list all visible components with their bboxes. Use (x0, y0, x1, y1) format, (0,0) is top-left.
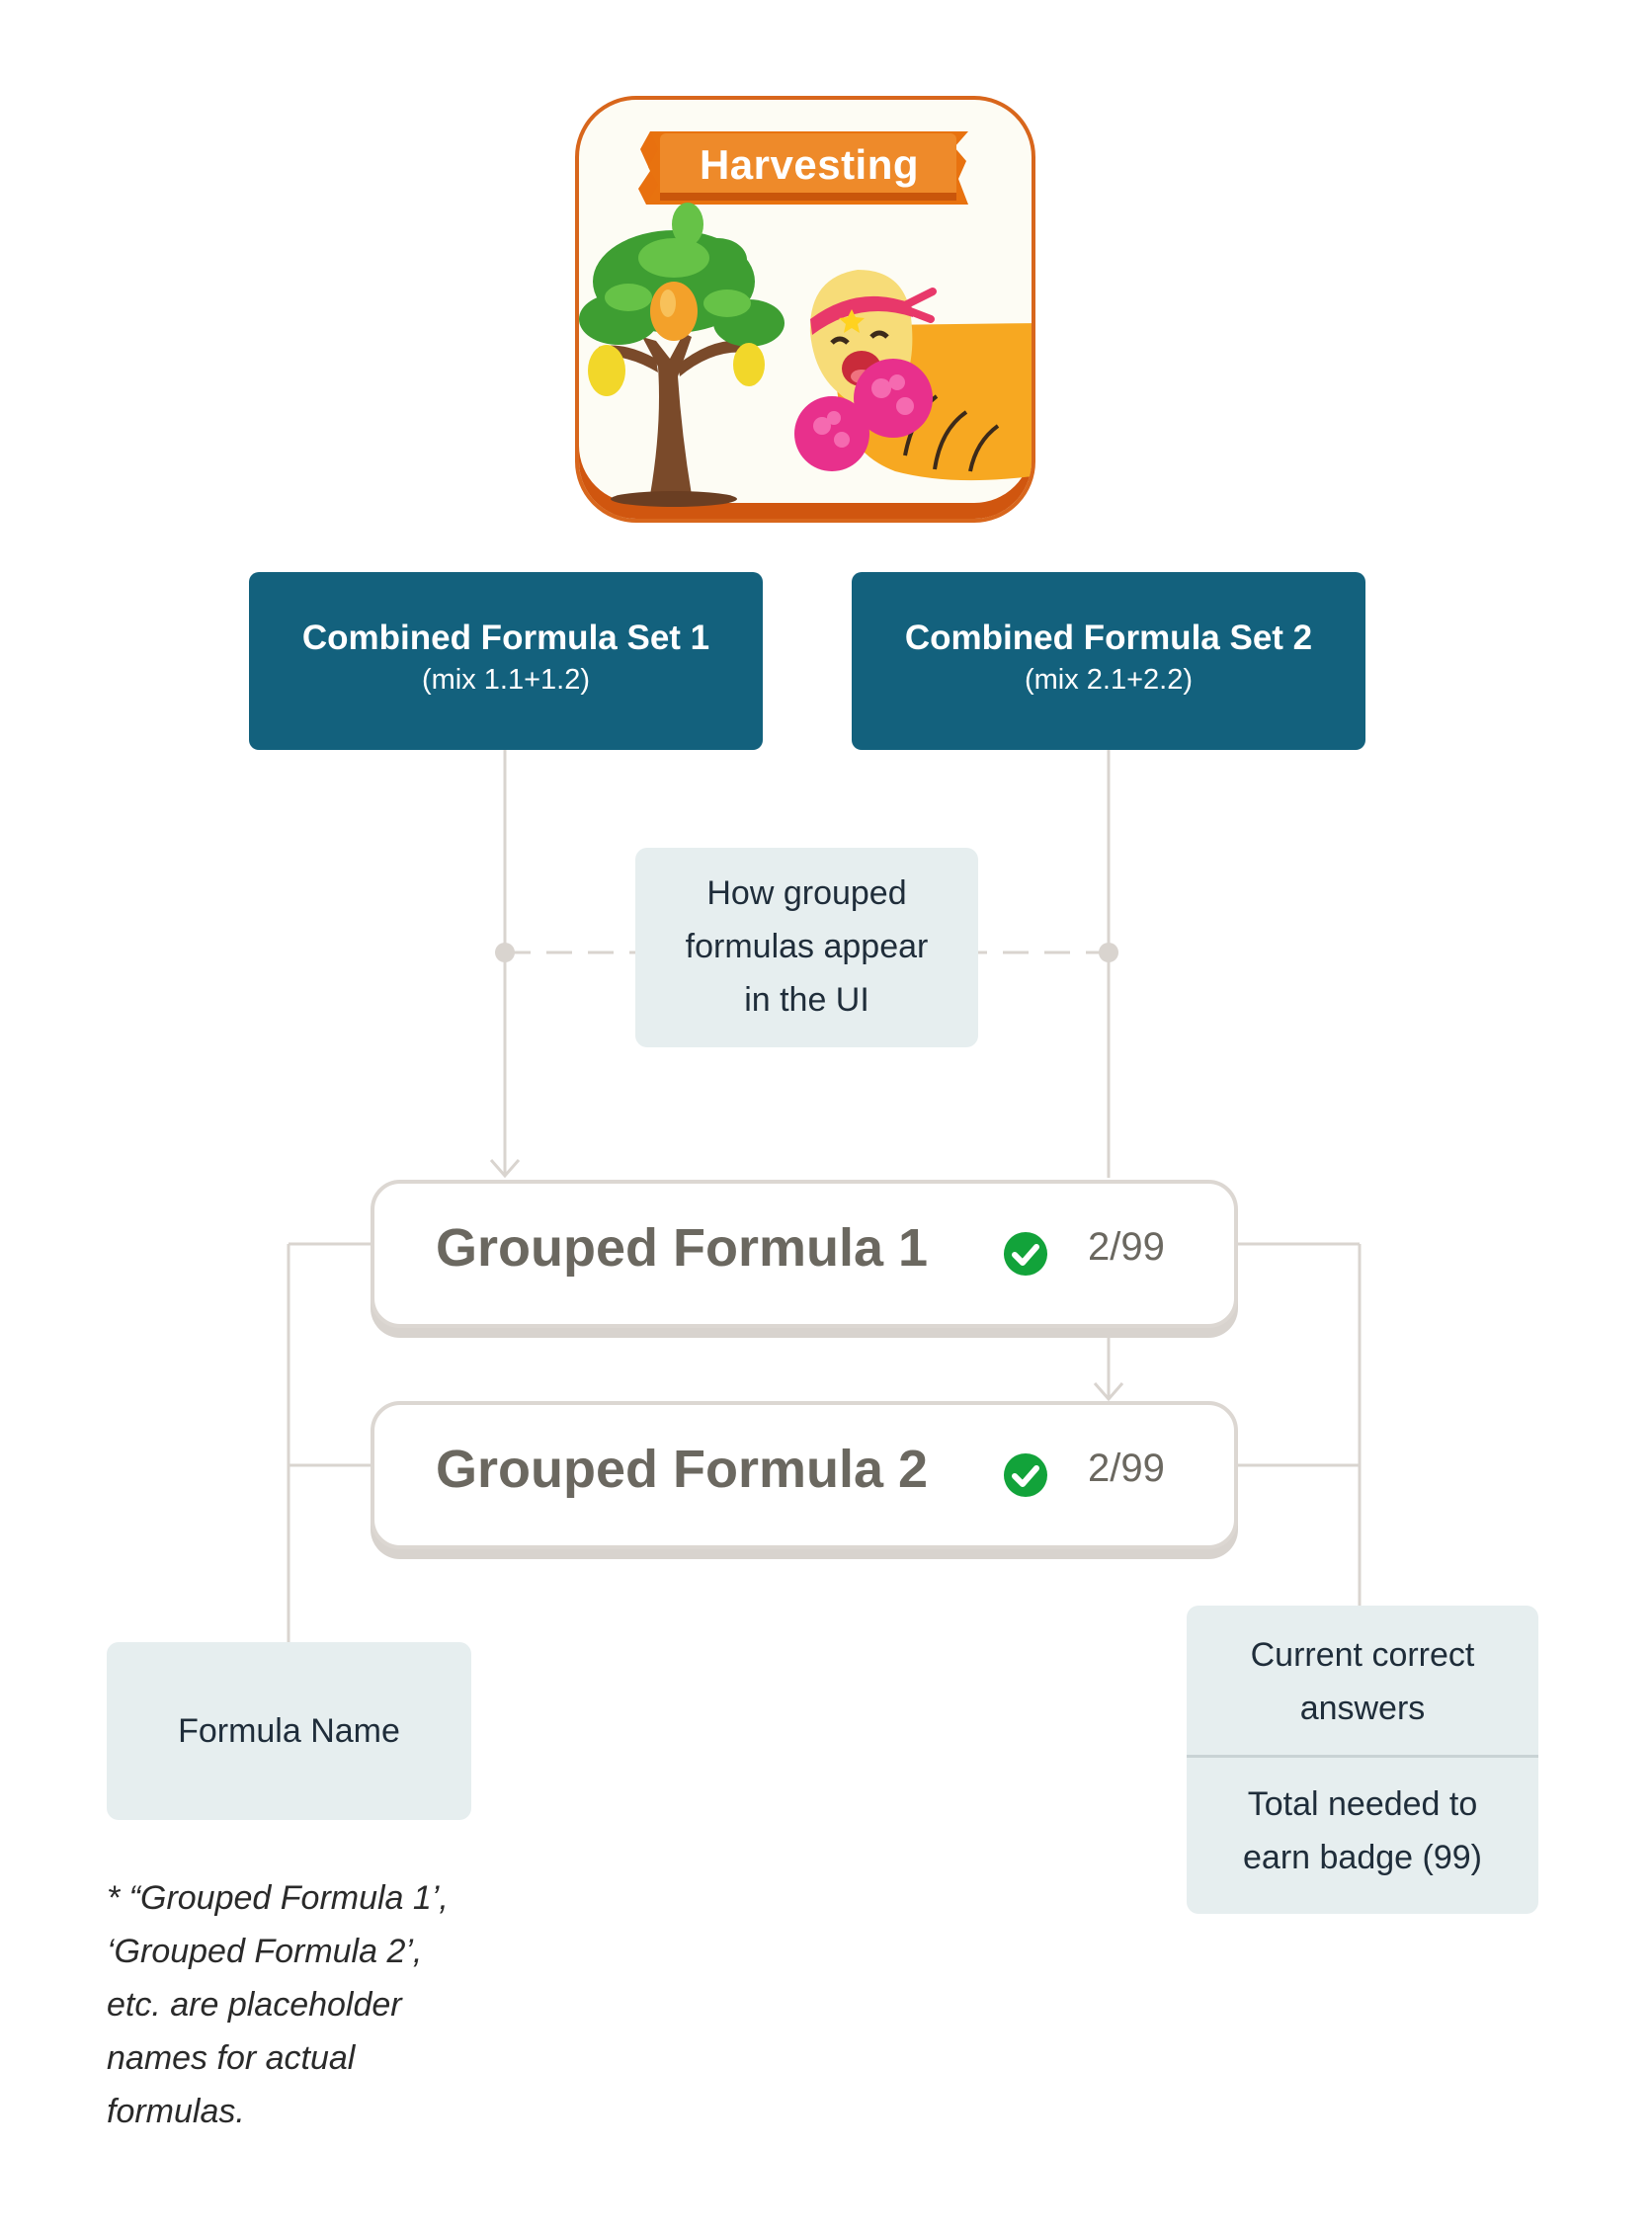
grouped-formula-card-2[interactable]: Grouped Formula 2 2/99 (371, 1401, 1238, 1549)
check-circle-icon (1004, 1232, 1047, 1276)
formula-name: Grouped Formula 1 (436, 1218, 929, 1278)
formula-count: 2/99 (1088, 1447, 1165, 1490)
formula-count: 2/99 (1088, 1225, 1165, 1269)
footnote-line: etc. are placeholder (107, 1986, 402, 2024)
note-line: How grouped (706, 874, 907, 912)
count-note-top: Current correct answers (1187, 1606, 1538, 1758)
note-line: formulas appear (685, 928, 929, 965)
set-subtitle: (mix 2.1+2.2) (1024, 664, 1194, 696)
badge-card: Harvesting (575, 96, 1035, 523)
mango-tree-mascot-icon (579, 131, 1032, 507)
set-title: Combined Formula Set 1 (301, 619, 710, 657)
footnote-line: * “Grouped Formula 1’, (107, 1879, 449, 1917)
footnote-line: formulas. (107, 2093, 245, 2130)
footnote: * “Grouped Formula 1’, ‘Grouped Formula … (107, 1871, 522, 2138)
note-line: Total needed to (1247, 1785, 1478, 1823)
note-line: answers (1299, 1690, 1426, 1727)
formula-name-note: Formula Name (107, 1642, 471, 1820)
note-line: in the UI (744, 981, 869, 1019)
how-grouped-note: How grouped formulas appear in the UI (635, 848, 978, 1047)
footnote-line: ‘Grouped Formula 2’, (107, 1933, 423, 1970)
formula-name: Grouped Formula 2 (436, 1440, 929, 1499)
count-note: Current correct answers Total needed to … (1187, 1606, 1538, 1914)
note-line: Current correct (1250, 1636, 1475, 1674)
check-circle-icon (1004, 1453, 1047, 1497)
badge-title: Harvesting (699, 141, 920, 188)
footnote-line: names for actual (107, 2039, 356, 2077)
count-note-bottom: Total needed to earn badge (99) (1187, 1758, 1538, 1884)
formula-set-2: Combined Formula Set 2 (mix 2.1+2.2) (852, 572, 1365, 750)
note-line: earn badge (99) (1243, 1839, 1482, 1876)
set-title: Combined Formula Set 2 (904, 619, 1313, 657)
formula-set-1: Combined Formula Set 1 (mix 1.1+1.2) (249, 572, 763, 750)
note-line: Formula Name (178, 1712, 400, 1750)
grouped-formula-card-1[interactable]: Grouped Formula 1 2/99 (371, 1180, 1238, 1328)
set-subtitle: (mix 1.1+1.2) (421, 664, 591, 696)
